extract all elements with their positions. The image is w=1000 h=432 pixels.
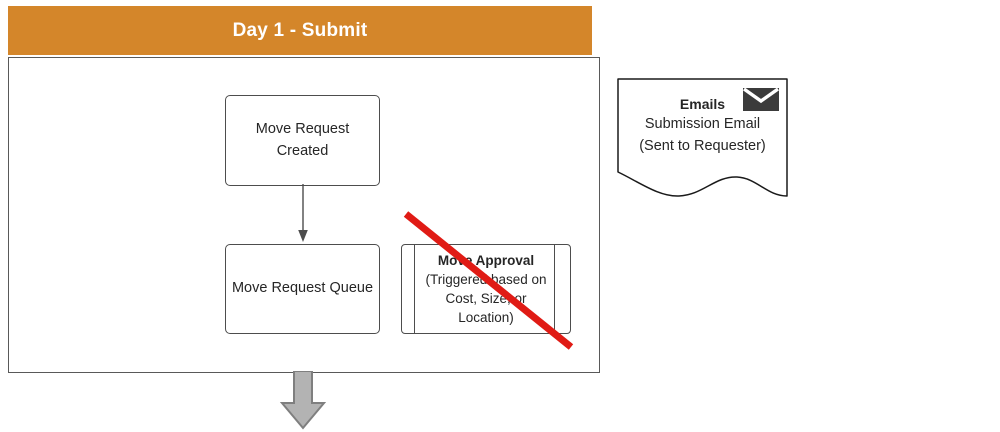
node-move-request-queue[interactable]: Move Request Queue [225,244,380,334]
phase-header-banner: Day 1 - Submit [8,6,592,55]
node-move-approval[interactable]: Move Approval (Triggered based on Cost, … [401,244,571,334]
connector-created-to-queue [298,184,308,242]
node-move-approval-line-3: Location) [458,310,514,326]
node-move-approval-line-2: Cost, Size, or [445,291,527,306]
emails-document[interactable]: Emails Submission Email (Sent to Request… [617,78,788,200]
emails-document-title: Emails [679,96,726,112]
emails-document-line-2: (Sent to Requester) [639,137,766,154]
node-label-line-2: Created [276,142,329,159]
node-move-approval-label: Move Approval (Triggered based on Cost, … [415,245,557,333]
phase-exit-arrow-icon [279,371,327,430]
node-move-request-created[interactable]: Move Request Created [225,95,380,186]
phase-title: Day 1 - Submit [232,20,368,41]
node-move-approval-title: Move Approval [437,252,535,268]
node-move-approval-line-1: (Triggered based on [425,271,547,287]
node-move-request-created-label: Move Request Created [256,119,350,161]
phase-container: Move Request Created Move Request Queue … [8,57,600,373]
node-label-line-1: Move Request [255,121,350,138]
emails-document-line-1: Submission Email [644,116,761,133]
envelope-icon [743,87,779,111]
emails-document-text: Emails Submission Email (Sent to Request… [623,94,782,157]
node-move-request-queue-label: Move Request Queue [231,280,374,297]
